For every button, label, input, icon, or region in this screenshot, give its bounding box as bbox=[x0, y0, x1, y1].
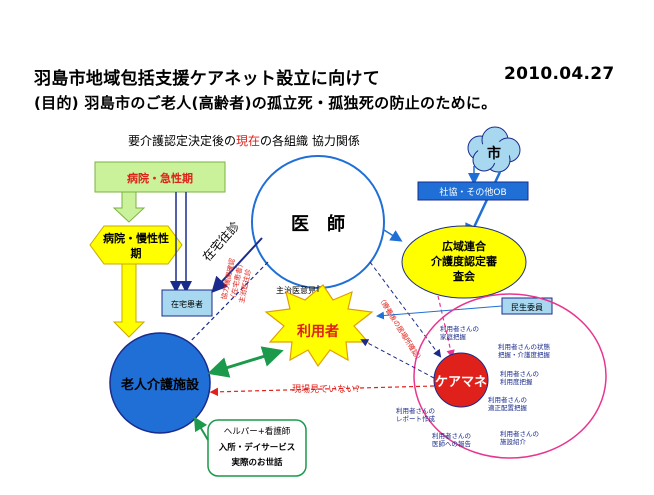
user-status-2: 把握・介護度把握 bbox=[498, 350, 551, 359]
helper-box bbox=[207, 419, 307, 477]
helper-label-3: 実際のお世話 bbox=[231, 457, 283, 468]
caremgr-to-facility-dash bbox=[209, 385, 435, 397]
acute-hospital-box bbox=[94, 161, 226, 193]
chronic-hospital-label-2: 期 bbox=[131, 246, 142, 260]
doctor-to-caremgr-dash bbox=[369, 261, 442, 358]
page-title: 羽島市地域包括支援ケアネット設立に向けて 2010.04.27 bbox=[34, 64, 614, 89]
title-date: 2010.04.27 bbox=[504, 64, 615, 84]
doctor-to-home-line bbox=[211, 237, 263, 293]
facility-intro-1: 利用者さんの bbox=[500, 429, 539, 438]
proper-place-1: 利用者さんの bbox=[488, 395, 527, 404]
care-facility-node bbox=[109, 332, 211, 434]
subtitle-highlight: 現在 bbox=[236, 134, 261, 148]
doctor-report-2: 医師への報告 bbox=[432, 439, 472, 448]
user-usage-1: 利用者さんの bbox=[500, 369, 539, 378]
user-facility-arrow bbox=[207, 346, 284, 378]
social-welfare-box bbox=[417, 181, 529, 201]
proper-place-2: 適正配置把握 bbox=[488, 403, 528, 412]
welfare-commissioner-label: 民生委員 bbox=[511, 302, 543, 312]
regional-union-label-2: 介護度認定審 bbox=[430, 254, 498, 268]
user-node bbox=[264, 284, 374, 368]
subtitle-tail: の各組織 協力関係 bbox=[260, 134, 360, 148]
report-1: 利用者さんの bbox=[396, 406, 435, 415]
union-to-caremgr-dash bbox=[437, 295, 455, 359]
care-manager-group-ellipse bbox=[413, 293, 607, 459]
user-home-2: 家庭把握 bbox=[440, 332, 467, 341]
subtitle-lead: 要介護認定決定後の bbox=[128, 134, 237, 148]
doctor-to-facility-dash bbox=[182, 261, 269, 350]
regional-union-label-1: 広域連合 bbox=[442, 239, 487, 253]
diagram-subtitle: 要介護認定決定後の現在の各組織 協力関係 bbox=[128, 132, 360, 149]
user-usage-2: 利用度把握 bbox=[500, 377, 533, 386]
commissioner-to-user-line bbox=[376, 305, 503, 320]
chronic-hospital-box bbox=[89, 225, 183, 265]
city-label: 市 bbox=[487, 145, 501, 162]
doctor-label: 医 師 bbox=[291, 213, 345, 235]
facility-intro-2: 施設紹介 bbox=[500, 437, 527, 446]
care-manager-label: ケアマネ bbox=[435, 375, 487, 390]
onsite-unseen-label: 現場見ていない? bbox=[292, 383, 360, 395]
acute-hospital-label: 病院・急性期 bbox=[127, 171, 193, 185]
regional-union-node bbox=[401, 225, 527, 299]
helper-to-facility-arrow bbox=[193, 416, 209, 441]
user-label: 利用者 bbox=[297, 323, 339, 340]
city-cloud bbox=[467, 126, 521, 173]
chronic-hospital-label-1: 病院・慢性性 bbox=[103, 231, 169, 245]
purpose-statement: (目的) 羽島市のご老人(高齢者)の孤立死・孤独死の防止のために。 bbox=[34, 94, 497, 112]
care-manager-node bbox=[433, 352, 489, 408]
helper-label-1: ヘルパー+看護師 bbox=[224, 426, 291, 437]
doctor-report-1: 利用者さんの bbox=[432, 431, 471, 440]
home-visit-label: 在宅往診 bbox=[199, 218, 242, 264]
doctor-opinion-label: 主治医意見書 bbox=[276, 285, 324, 295]
title-text: 羽島市地域包括支援ケアネット設立に向けて bbox=[34, 69, 380, 89]
doctor-to-union-line bbox=[383, 229, 403, 242]
social-welfare-label: 社協・その他OB bbox=[439, 186, 506, 198]
home-patient-box bbox=[161, 289, 213, 317]
helper-label-2: 入所・デイサービス bbox=[218, 442, 296, 453]
care-facility-label: 老人介護施設 bbox=[120, 377, 200, 393]
user-status-1: 利用者さんの状態 bbox=[498, 342, 551, 351]
acute-to-chronic-arrow bbox=[112, 191, 146, 223]
regional-union-label-3: 査会 bbox=[453, 269, 476, 283]
coop-confirm-group: 協力機関確認 （在宅患者） 主治医往診 bbox=[219, 257, 253, 304]
user-home-1: 利用者さんの bbox=[440, 324, 479, 333]
home-patient-label: 在宅患者 bbox=[171, 299, 203, 309]
chronic-to-facility-arrow bbox=[112, 263, 146, 338]
report-2: レポート作成 bbox=[396, 414, 436, 423]
